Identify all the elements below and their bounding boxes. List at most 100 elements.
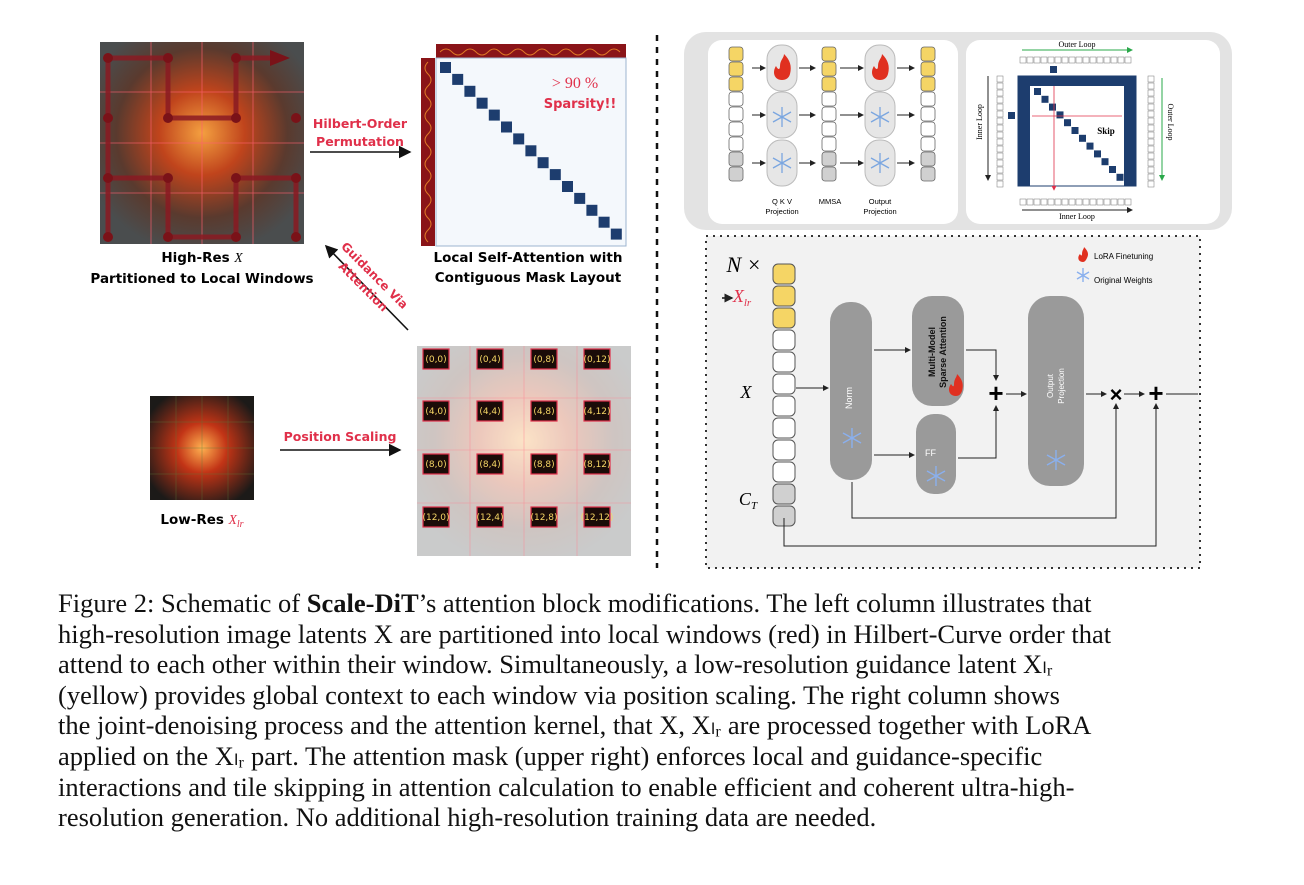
kernel-diag-block: [1071, 127, 1079, 134]
kernel-tile: [1147, 152, 1155, 160]
kernel-tile: [996, 152, 1004, 160]
mask-block: [513, 133, 525, 145]
token-cell: [772, 307, 796, 329]
qkv-label-1: Q K V: [772, 197, 792, 206]
mmsa-block-label-2: Sparse Attention: [938, 316, 948, 388]
mask-block: [501, 121, 512, 133]
mask-block: [537, 157, 549, 169]
kernel-diag-block: [1079, 134, 1086, 142]
kernel-diag-block: [1094, 150, 1101, 158]
kernel-tile: [1047, 56, 1055, 64]
grid-cell-box: [583, 453, 611, 475]
kernel-tile: [1019, 56, 1027, 64]
kernel-tile: [1124, 198, 1132, 206]
grid-cell-box: [422, 348, 450, 370]
grid-cell-box: [476, 453, 504, 475]
kernel-tile: [996, 96, 1004, 104]
grid-cell-box: [583, 400, 611, 422]
ff-block: [916, 414, 956, 494]
grid-cell-box: [530, 453, 558, 475]
grid-cell-box: [530, 400, 558, 422]
token-cell: [772, 351, 796, 373]
kernel-tile: [1103, 198, 1111, 206]
kernel-tile: [1147, 131, 1155, 139]
plus-icon: +: [1148, 378, 1163, 408]
kernel-tile: [996, 75, 1004, 83]
token-cell: [772, 395, 796, 417]
kernel-diag-block: [1056, 111, 1064, 119]
token-cell: [728, 46, 744, 62]
token-cell: [772, 373, 796, 395]
permutation-label-2: Permutation: [316, 134, 404, 149]
token-cell: [821, 46, 837, 62]
kernel-tile: [1019, 198, 1027, 206]
mmsa-label: MMSA: [819, 197, 842, 206]
token-cell: [821, 106, 837, 122]
plus-icon: +: [988, 378, 1003, 408]
x-lr-label: Xlr: [732, 286, 752, 309]
mask-block: [464, 85, 476, 97]
kernel-tile: [996, 110, 1004, 118]
token-cell: [728, 106, 744, 122]
out-proj-label-2: Projection: [1057, 368, 1066, 404]
sparsity-text: Sparsity!!: [544, 97, 617, 112]
token-cell: [920, 76, 936, 92]
kernel-tile: [996, 124, 1004, 132]
caption-line: attend to each other within their window…: [58, 649, 1053, 680]
flame-icon: [774, 54, 889, 80]
n-times-label: N ×: [725, 252, 761, 277]
kernel-tile: [1147, 89, 1155, 97]
kernel-tile: [1147, 173, 1155, 181]
kernel-tile: [1054, 56, 1062, 64]
grid-cell-label: (0,8): [533, 355, 554, 365]
kernel-tile: [1026, 56, 1034, 64]
hilbert-curve: [105, 55, 299, 240]
flame-icon: [948, 247, 1088, 396]
mask-block: [586, 204, 598, 216]
token-cell: [821, 166, 837, 182]
grid-cell-box: [583, 506, 611, 528]
grid-cell-label: (0,12): [583, 355, 610, 365]
token-cell: [920, 106, 936, 122]
low-res-label: Low-Res Xlr: [160, 512, 243, 530]
caption-line: interactions and tile skipping in attent…: [58, 771, 1075, 802]
kernel-tile: [1075, 56, 1083, 64]
grid-cell-label: (8,0): [425, 460, 446, 470]
kernel-tile: [1089, 198, 1097, 206]
token-cell: [728, 91, 744, 107]
mask-block: [574, 192, 586, 204]
grid-cell-label: (0,0): [425, 355, 446, 365]
grid-cell-box: [476, 506, 504, 528]
grid-cell-label: (12,8): [530, 513, 557, 523]
token-cell: [728, 76, 744, 92]
caption-line: resolution generation. No additional hig…: [58, 802, 877, 833]
attention-mask-matrix: > 90 % Sparsity!!: [421, 44, 627, 247]
grid-cell-label: (12,0): [422, 513, 449, 523]
kernel-tile: [1096, 56, 1104, 64]
token-cell: [821, 76, 837, 92]
kernel-tile: [1117, 198, 1125, 206]
grid-cell-box: [583, 348, 611, 370]
outer-loop-right-label: Outer Loop: [1166, 103, 1175, 140]
token-cell: [728, 61, 744, 77]
token-cell: [728, 166, 744, 182]
kernel-tile: [1082, 198, 1090, 206]
kernel-tile: [996, 89, 1004, 97]
x-label: X: [740, 382, 753, 402]
kernel-tile: [1089, 56, 1097, 64]
grid-cell-box: [422, 453, 450, 475]
grid-cell-box: [422, 400, 450, 422]
qkv-label-2: Projection: [765, 207, 798, 216]
ff-label: FF: [925, 448, 936, 458]
grid-cell-label: (12,4): [476, 513, 503, 523]
token-cell: [920, 61, 936, 77]
norm-label: Norm: [844, 387, 854, 409]
kernel-tile: [1075, 198, 1083, 206]
kernel-diag-block: [1064, 119, 1071, 127]
norm-block: [830, 302, 872, 480]
kernel-tile: [1147, 103, 1155, 111]
kernel-tile: [1110, 198, 1118, 206]
legend-lora: LoRA Finetuning: [1094, 252, 1153, 261]
kernel-tile: [1110, 56, 1118, 64]
token-cell: [821, 136, 837, 152]
